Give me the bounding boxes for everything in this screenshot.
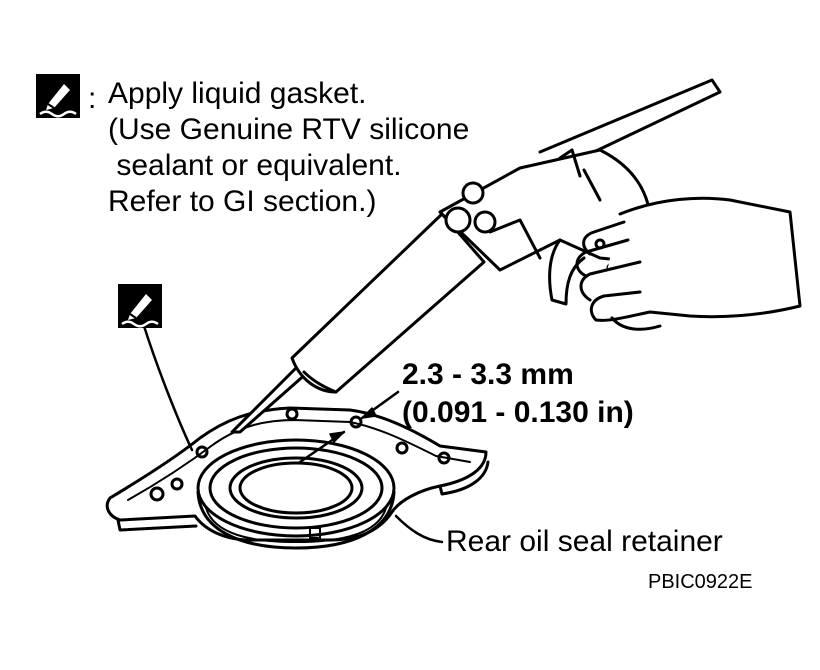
bead-leader-line	[142, 324, 194, 452]
legend-line: sealant or equivalent.	[108, 149, 402, 182]
figure-code: PBIC0922E	[648, 571, 753, 593]
dimension-imperial: (0.091 - 0.130 in)	[402, 396, 634, 429]
legend-line: (Use Genuine RTV silicone	[108, 113, 470, 146]
dimension-metric: 2.3 - 3.3 mm	[402, 358, 574, 391]
sealant-gun	[230, 78, 722, 434]
bead-marker-icon	[118, 284, 162, 328]
rear-oil-seal-retainer	[105, 406, 490, 550]
hand	[575, 196, 802, 331]
legend-separator: :	[88, 82, 97, 115]
legend-text: Apply liquid gasket. (Use Genuine RTV si…	[108, 76, 469, 220]
legend-line: Refer to GI section.)	[108, 185, 377, 218]
legend-line: Apply liquid gasket.	[108, 77, 367, 110]
part-leader-line	[394, 514, 444, 544]
liquid-gasket-icon	[36, 74, 80, 118]
bead-dimension: 2.3 - 3.3 mm (0.091 - 0.130 in)	[402, 356, 634, 432]
part-label: Rear oil seal retainer	[446, 525, 723, 558]
